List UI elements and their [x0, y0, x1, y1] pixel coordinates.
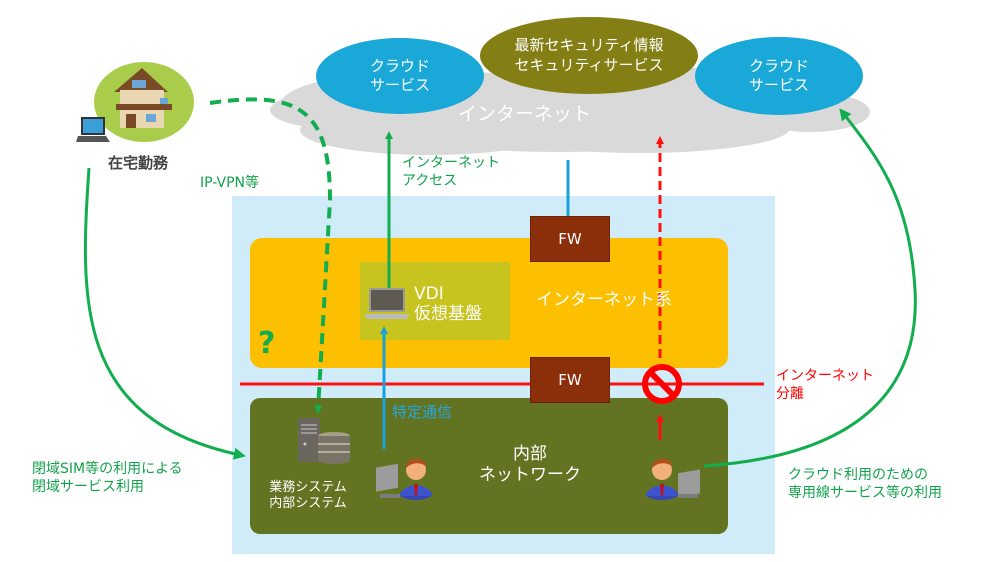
vdi-label: VDI 仮想基盤: [414, 284, 482, 325]
internet-label: インターネット: [458, 103, 592, 125]
business-system-label: 業務システム 内部システム: [248, 480, 368, 513]
laptop-icon: [365, 288, 409, 319]
cloud-service-left[interactable]: クラウド サービス: [316, 38, 484, 114]
isolation-label: インターネット 分離: [776, 368, 874, 403]
cloud-service-left-line2: サービス: [369, 76, 430, 94]
security-service[interactable]: 最新セキュリティ情報 セキュリティサービス: [480, 17, 698, 94]
isolation-line2: 分離: [776, 385, 804, 402]
cloud-service-right-line1: クラウド: [748, 56, 809, 75]
home-label: 在宅勤務: [108, 154, 169, 172]
dedicated-line-line1: クラウド利用のための: [788, 467, 928, 483]
business-system-line2: 内部システム: [269, 496, 347, 512]
question-mark-icon: ?: [258, 326, 276, 361]
dedicated-line-label: クラウド利用のための 専用線サービス等の利用: [788, 467, 942, 502]
dedicated-line-line2: 専用線サービス等の利用: [788, 484, 942, 501]
closed-sim-label: 閉域SIM等の利用による 閉域サービス利用: [32, 461, 183, 496]
internal-network-label: 内部 ネットワーク: [470, 444, 590, 487]
cloud-service-right-line2: サービス: [748, 76, 809, 94]
server-database-icon: [298, 418, 350, 464]
internet-access-label: インターネット アクセス: [402, 155, 500, 190]
firewall-middle[interactable]: FW: [530, 357, 610, 403]
dedicated-line-path: [703, 108, 917, 468]
specific-comm-label: 特定通信: [392, 403, 453, 421]
business-system-line1: 業務システム: [269, 480, 347, 495]
no-entry-icon: [642, 364, 682, 404]
closed-sim-line2: 閉域サービス利用: [32, 478, 144, 495]
closed-sim-path: [83, 167, 246, 460]
ipvpn-path: [209, 97, 333, 414]
vdi-label-line2: 仮想基盤: [414, 304, 482, 325]
internet-access-line2: アクセス: [402, 172, 458, 189]
security-service-line1: 最新セキュリティ情報: [514, 36, 664, 54]
house-with-laptop-icon: [76, 62, 194, 142]
firewall-top[interactable]: FW: [530, 216, 610, 262]
internal-network-zone: [250, 398, 728, 534]
ipvpn-label: IP-VPN等: [200, 175, 259, 191]
cloud-service-right[interactable]: クラウド サービス: [695, 37, 863, 115]
internal-network-line2: ネットワーク: [479, 465, 581, 486]
internet-access-line1: インターネット: [402, 155, 500, 171]
user-workstation-icon-left: [376, 458, 432, 500]
security-service-line2: セキュリティサービス: [514, 55, 664, 74]
isolation-line1: インターネット: [776, 368, 874, 384]
cloud-service-left-line1: クラウド: [369, 56, 430, 75]
user-workstation-icon-right: [646, 458, 700, 500]
vdi-label-line1: VDI: [414, 284, 444, 304]
internal-network-line1: 内部: [513, 444, 547, 464]
closed-sim-line1: 閉域SIM等の利用による: [32, 461, 183, 477]
internet-zone-label: インターネット系: [536, 290, 672, 310]
